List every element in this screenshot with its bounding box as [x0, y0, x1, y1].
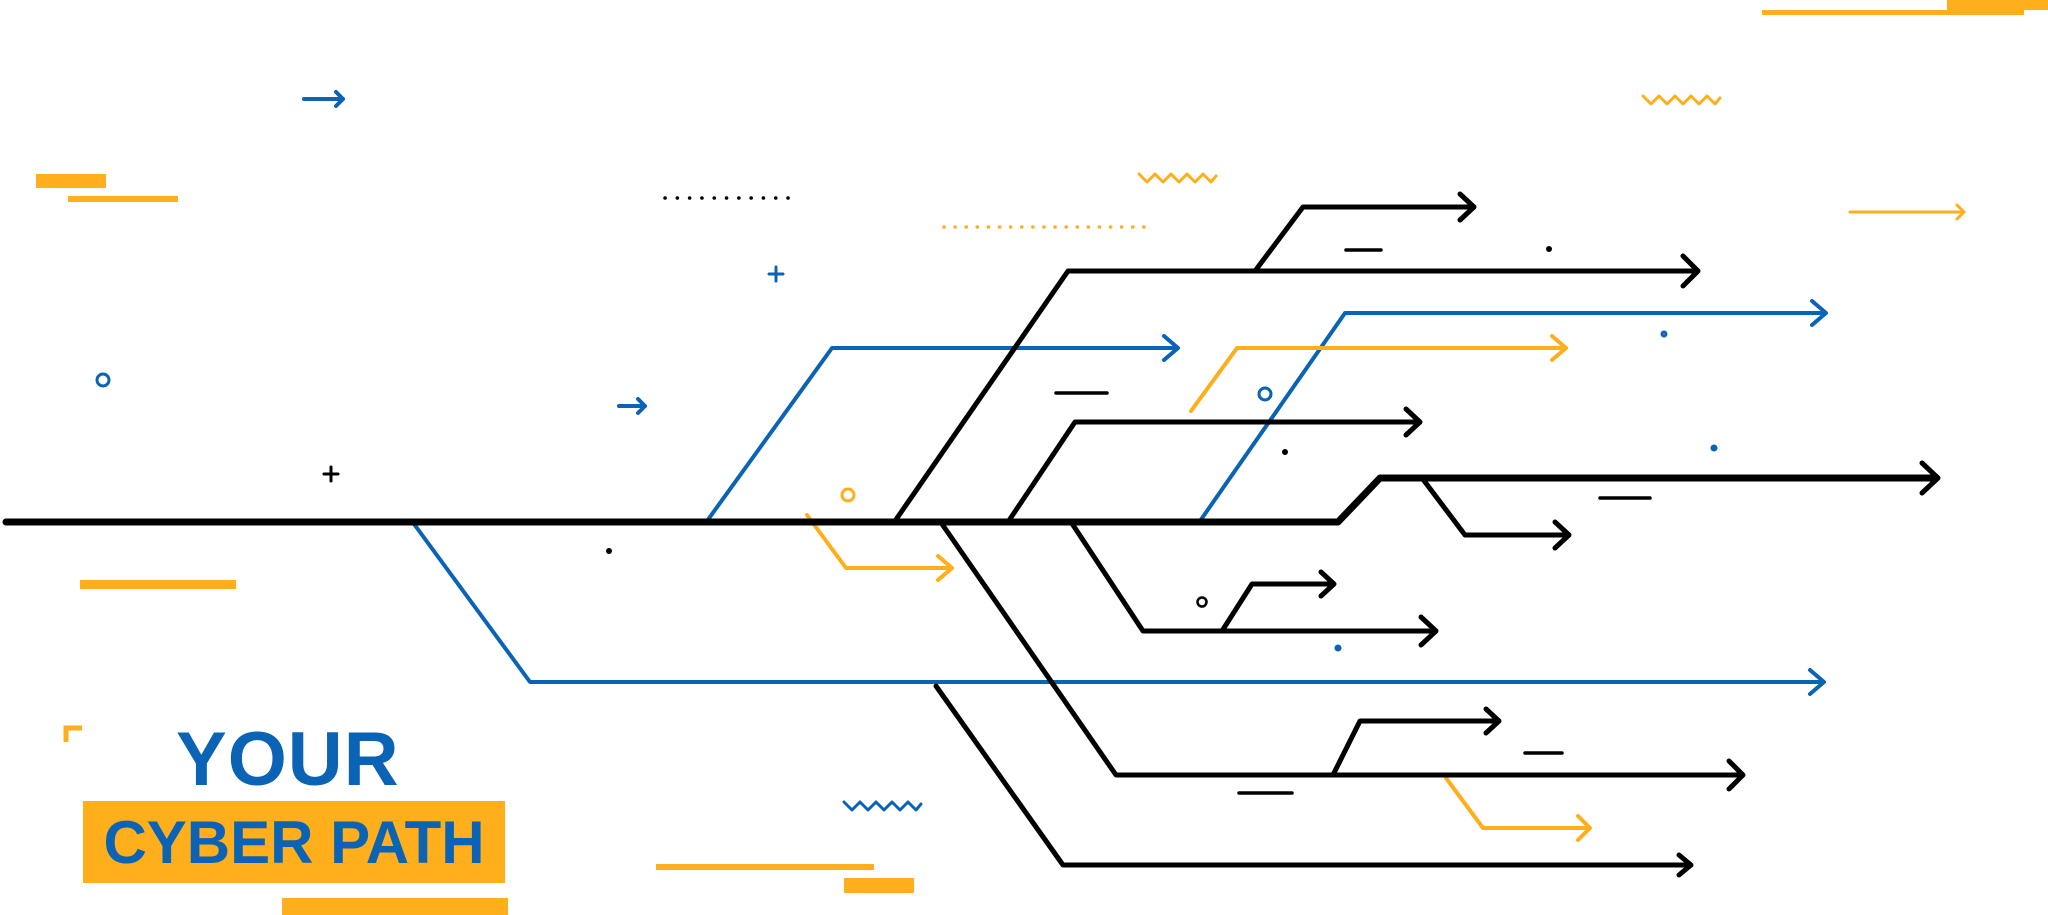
circle-decoration	[95, 372, 111, 388]
circle-decoration	[1660, 330, 1668, 338]
black-arrowhead	[1418, 614, 1439, 648]
dot-decoration	[1334, 644, 1342, 652]
bar-decoration	[1762, 10, 2024, 15]
orange-path-bottom	[1444, 776, 1590, 830]
zigzag-decoration	[1137, 172, 1218, 184]
black-path-branch-2	[1252, 204, 1475, 274]
title-highlight-box	[83, 801, 505, 883]
black-path-branch-7	[939, 521, 1744, 778]
black-arrowhead	[1726, 758, 1746, 792]
title-line-2: CYBER PATH	[103, 809, 485, 876]
black-path-branch-8	[1330, 718, 1500, 778]
plus-icon	[767, 265, 785, 283]
circle-decoration	[840, 487, 856, 503]
black-arrowhead	[1680, 253, 1701, 289]
circle-decoration	[1196, 596, 1208, 608]
orange-path-middle	[805, 513, 952, 570]
black-arrowhead	[1403, 406, 1423, 438]
black-arrowhead	[1676, 852, 1694, 878]
black-path-branch-1	[892, 268, 1699, 524]
orange-arrowhead	[936, 554, 954, 582]
blue-path-upper	[705, 346, 1177, 523]
orange-path-upper	[1189, 346, 1565, 413]
blue-arrowhead	[1810, 299, 1828, 327]
dot-decoration	[1282, 449, 1288, 455]
corner-bracket-decoration	[63, 725, 82, 742]
bar-decoration	[80, 580, 236, 589]
black-path-branch-3	[1005, 419, 1421, 525]
blue-arrowhead	[1808, 668, 1826, 696]
black-path-branch-9	[933, 683, 1693, 868]
blue-path-right	[1198, 311, 1825, 523]
bar-decoration	[656, 864, 874, 870]
dot-decoration	[1546, 246, 1552, 252]
blue-path-lower	[412, 522, 1823, 684]
bar-decoration	[36, 174, 106, 188]
dot-decoration	[606, 548, 612, 554]
orange-arrow-decoration	[1848, 203, 1966, 221]
orange-arrowhead	[1576, 814, 1592, 842]
main-arrowhead	[1919, 460, 1941, 496]
bar-decoration	[282, 898, 508, 915]
main-path-trunk	[2, 474, 1940, 526]
title-line-1: YOUR	[176, 717, 400, 802]
black-arrowhead	[1483, 706, 1502, 736]
black-arrowhead	[1552, 519, 1572, 551]
blue-arrowhead	[1162, 334, 1180, 362]
black-arrowhead	[1457, 191, 1477, 223]
zigzag-decoration	[842, 800, 923, 812]
dot-decoration	[1710, 444, 1718, 452]
bar-decoration	[844, 878, 914, 893]
bar-decoration	[68, 196, 178, 202]
black-path-branch-6	[1219, 581, 1335, 634]
black-arrowhead	[1318, 569, 1337, 599]
plus-icon	[322, 465, 340, 483]
orange-arrowhead	[1550, 334, 1568, 362]
black-path-branch-5	[1068, 519, 1436, 634]
zigzag-decoration	[1641, 94, 1722, 106]
black-path-branch-4	[1419, 475, 1570, 538]
circle-decoration	[1257, 386, 1273, 402]
arrow-icon	[302, 90, 345, 108]
arrow-icon	[617, 397, 647, 415]
bar-decoration	[1947, 0, 2048, 10]
